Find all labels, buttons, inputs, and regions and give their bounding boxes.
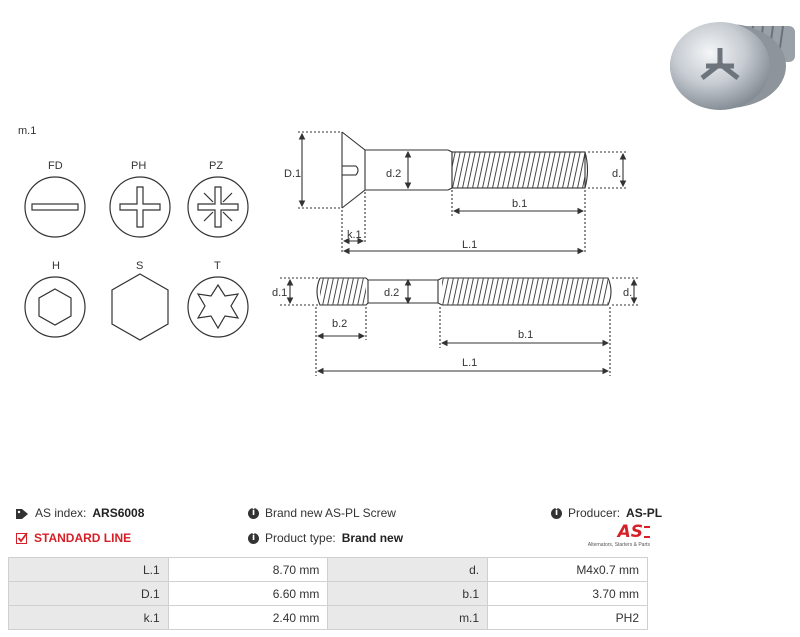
dim-d2-top: d.2 (386, 168, 402, 180)
brand-new-info: i Brand new AS-PL Screw (248, 506, 396, 520)
spec-key: b.1 (327, 581, 489, 606)
head-types-drawing (24, 176, 249, 341)
spec-value: 8.70 mm (167, 557, 329, 582)
info-icon: i (248, 507, 259, 519)
dim-b1-bottom: b.1 (518, 329, 534, 341)
screw-technical-drawing (280, 131, 640, 376)
as-index-value: ARS6008 (92, 506, 145, 520)
producer: i Producer: AS-PL (551, 506, 662, 520)
head-label-t: T (214, 260, 221, 272)
head-label-fd: FD (48, 160, 63, 172)
dim-L1-bottom: L.1 (462, 357, 478, 369)
as-index: AS index: ARS6008 (16, 506, 144, 520)
as-index-label: AS index: (35, 506, 87, 520)
dim-d1: d.1 (272, 287, 288, 299)
product-type: i Product type: Brand new (248, 531, 403, 545)
tag-icon (16, 508, 28, 519)
dim-b1-top: b.1 (512, 198, 528, 210)
spec-key: k.1 (8, 605, 169, 630)
spec-value: 2.40 mm (167, 605, 329, 630)
table-row: L.1 8.70 mm d. M4x0.7 mm (8, 557, 648, 582)
m1-label: m.1 (18, 125, 37, 137)
dim-k1: k.1 (347, 229, 362, 241)
as-pl-logo: AS Alternators, Starters & Parts (586, 523, 650, 551)
producer-value: AS-PL (626, 506, 663, 520)
brand-new-text: Brand new AS-PL Screw (265, 506, 396, 520)
spec-key: m.1 (327, 605, 489, 630)
checkbox-icon (16, 532, 28, 544)
head-label-pz: PZ (209, 160, 224, 172)
spec-value: PH2 (487, 605, 648, 630)
standard-line-label: STANDARD LINE (34, 531, 132, 545)
spec-value: 3.70 mm (487, 581, 648, 606)
spec-table: L.1 8.70 mm d. M4x0.7 mm D.1 6.60 mm b.1… (8, 557, 648, 630)
logo-subtitle: Alternators, Starters & Parts (587, 542, 650, 548)
hex-socket-head-icon (24, 276, 86, 338)
spec-key: L.1 (8, 557, 169, 582)
info-icon: i (248, 532, 259, 544)
table-row: k.1 2.40 mm m.1 PH2 (8, 605, 648, 630)
head-label-ph: PH (131, 160, 147, 172)
product-type-label: Product type: (265, 531, 336, 545)
producer-label: Producer: (568, 506, 621, 520)
dim-d-bottom: d. (623, 287, 633, 299)
dim-D1: D.1 (284, 168, 302, 180)
dim-b2: b.2 (332, 318, 348, 330)
product-type-value: Brand new (341, 531, 404, 545)
torx-head-icon (187, 276, 249, 338)
spec-key: D.1 (8, 581, 169, 606)
dim-d2-bottom: d.2 (384, 287, 400, 299)
spec-value: 6.60 mm (167, 581, 329, 606)
dim-L1-top: L.1 (462, 239, 478, 251)
logo-mark: AS (617, 522, 643, 542)
hex-head-icon (111, 273, 169, 341)
table-row: D.1 6.60 mm b.1 3.70 mm (8, 581, 648, 606)
spec-key: d. (327, 557, 489, 582)
dim-d-top: d. (612, 168, 622, 180)
info-icon: i (551, 507, 562, 519)
slotted-head-icon (24, 176, 86, 238)
pozidriv-head-icon (187, 176, 249, 238)
spec-value: M4x0.7 mm (487, 557, 648, 582)
phillips-head-icon (109, 176, 171, 238)
head-label-h: H (52, 260, 60, 272)
product-line: STANDARD LINE (16, 531, 131, 545)
head-label-s: S (136, 260, 144, 272)
product-photo (670, 22, 795, 110)
